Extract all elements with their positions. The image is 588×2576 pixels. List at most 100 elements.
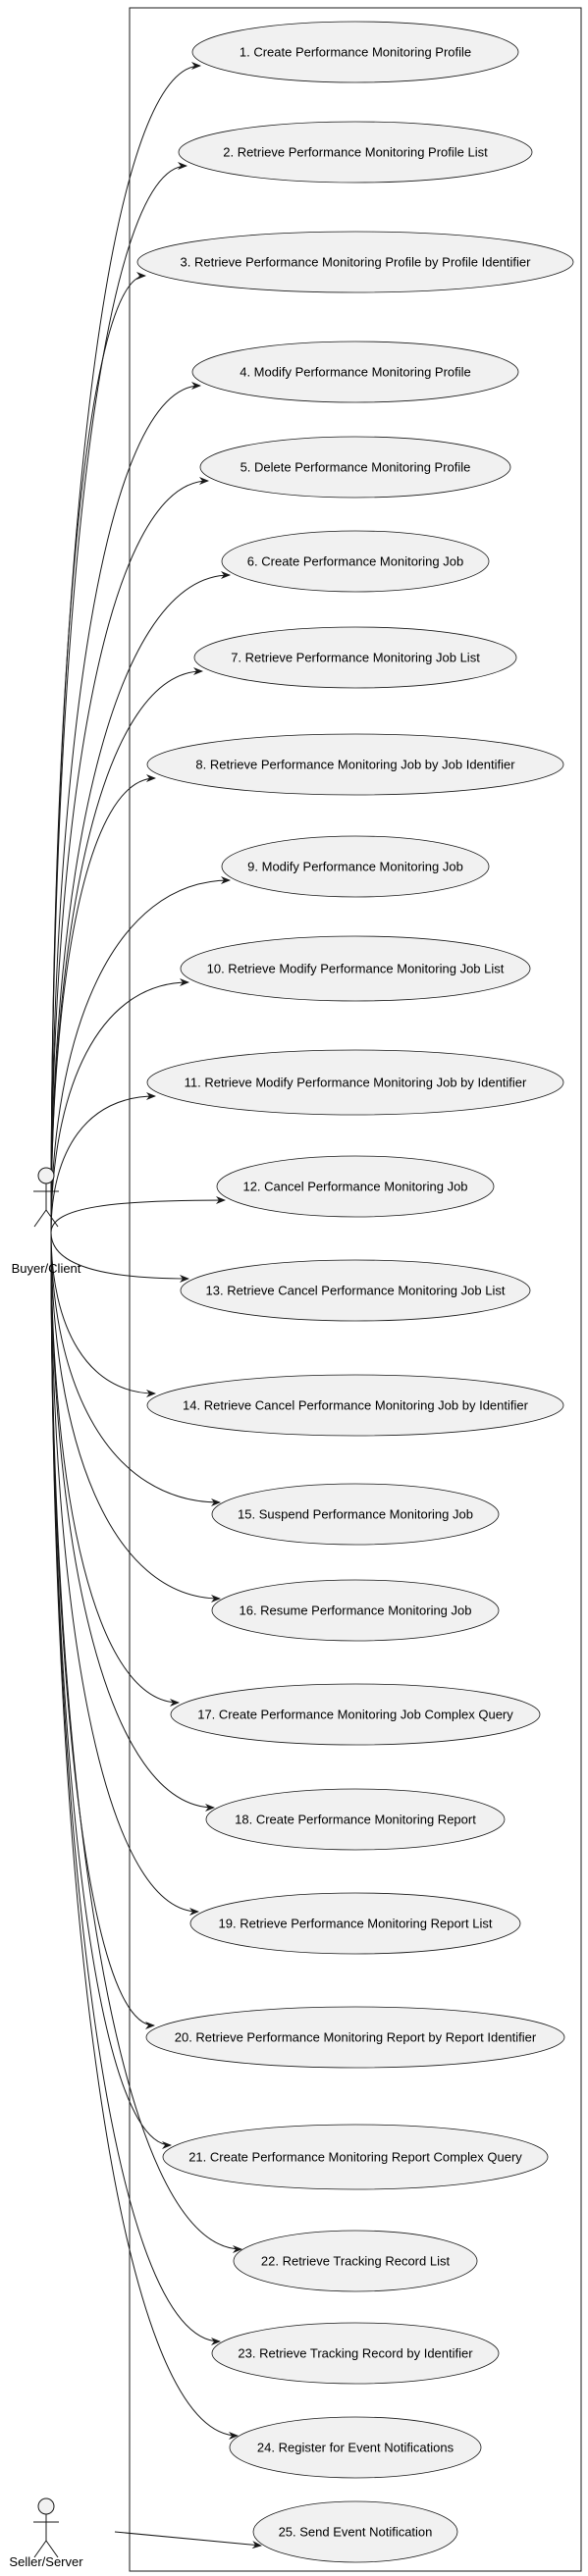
use-case-label: 8. Retrieve Performance Monitoring Job b… xyxy=(195,758,515,772)
association-uc11 xyxy=(50,1092,156,1234)
use-case-label: 24. Register for Event Notifications xyxy=(257,2441,454,2455)
use-case-label: 15. Suspend Performance Monitoring Job xyxy=(238,1507,473,1522)
use-case-ellipse xyxy=(211,1579,500,1642)
association-uc9 xyxy=(50,876,231,1234)
use-case-ellipse xyxy=(233,2230,478,2292)
association-uc5 xyxy=(50,477,209,1234)
association-uc4 xyxy=(50,382,201,1234)
association-uc19 xyxy=(50,1232,199,1916)
actor-seller: Seller/Server xyxy=(9,2497,83,2569)
use-case-ellipse xyxy=(221,835,490,898)
use-case-uc12: 12. Cancel Performance Monitoring Job xyxy=(216,1155,495,1218)
use-case-uc21: 21. Create Performance Monitoring Report… xyxy=(162,2124,549,2190)
use-case-uc15: 15. Suspend Performance Monitoring Job xyxy=(211,1483,500,1546)
use-case-uc5: 5. Delete Performance Monitoring Profile xyxy=(199,436,511,499)
association-uc12 xyxy=(50,1196,226,1234)
use-case-label: 1. Create Performance Monitoring Profile xyxy=(240,45,471,60)
use-case-label: 22. Retrieve Tracking Record List xyxy=(261,2254,451,2269)
use-case-ellipse xyxy=(193,626,517,689)
use-case-ellipse xyxy=(136,231,574,293)
use-case-uc22: 22. Retrieve Tracking Record List xyxy=(233,2230,478,2292)
use-case-ellipse xyxy=(146,733,564,796)
use-case-ellipse xyxy=(211,1483,500,1546)
use-case-uc23: 23. Retrieve Tracking Record by Identifi… xyxy=(211,2322,500,2385)
association-uc3 xyxy=(50,272,146,1234)
use-case-uc13: 13. Retrieve Cancel Performance Monitori… xyxy=(180,1259,531,1322)
use-case-label: 19. Retrieve Performance Monitoring Repo… xyxy=(219,1917,493,1931)
use-case-ellipse xyxy=(191,21,519,83)
association-uc16 xyxy=(50,1232,221,1603)
system-boundary xyxy=(129,7,582,2572)
use-case-ellipse xyxy=(180,1259,531,1322)
actor-label: Seller/Server xyxy=(9,2554,83,2569)
use-case-ellipse xyxy=(180,935,531,1002)
use-case-uc9: 9. Modify Performance Monitoring Job xyxy=(221,835,490,898)
association-uc8 xyxy=(50,774,156,1234)
use-case-uc16: 16. Resume Performance Monitoring Job xyxy=(211,1579,500,1642)
use-case-label: 17. Create Performance Monitoring Job Co… xyxy=(197,1708,513,1722)
association-uc17 xyxy=(50,1232,180,1707)
use-case-uc20: 20. Retrieve Performance Monitoring Repo… xyxy=(145,2006,565,2069)
use-case-uc1: 1. Create Performance Monitoring Profile xyxy=(191,21,519,83)
actor-label: Buyer/Client xyxy=(12,1261,81,1276)
use-case-label: 4. Modify Performance Monitoring Profile xyxy=(240,365,471,380)
use-case-label: 23. Retrieve Tracking Record by Identifi… xyxy=(238,2346,473,2361)
use-case-label: 16. Resume Performance Monitoring Job xyxy=(239,1603,471,1618)
association-uc20 xyxy=(50,1232,155,2029)
association-uc2 xyxy=(50,162,187,1234)
use-case-ellipse xyxy=(178,121,533,184)
use-case-ellipse xyxy=(162,2124,549,2190)
association-uc14 xyxy=(50,1232,156,1397)
use-case-uc10: 10. Retrieve Modify Performance Monitori… xyxy=(180,935,531,1002)
use-case-ellipse xyxy=(170,1683,541,1746)
association-uc13 xyxy=(50,1232,189,1283)
use-case-label: 9. Modify Performance Monitoring Job xyxy=(247,860,463,874)
associations xyxy=(50,62,262,2550)
use-case-label: 20. Retrieve Performance Monitoring Repo… xyxy=(175,2030,537,2045)
use-case-label: 25. Send Event Notification xyxy=(279,2525,433,2540)
use-case-ellipse xyxy=(146,1374,564,1437)
use-case-label: 5. Delete Performance Monitoring Profile xyxy=(241,460,471,475)
use-case-uc25: 25. Send Event Notification xyxy=(252,2500,458,2563)
use-case-label: 14. Retrieve Cancel Performance Monitori… xyxy=(183,1398,529,1413)
use-case-uc17: 17. Create Performance Monitoring Job Co… xyxy=(170,1683,541,1746)
association-uc6 xyxy=(50,571,231,1234)
association-uc10 xyxy=(50,978,189,1234)
use-case-label: 6. Create Performance Monitoring Job xyxy=(247,554,463,569)
use-case-label: 3. Retrieve Performance Monitoring Profi… xyxy=(181,255,532,270)
use-case-label: 11. Retrieve Modify Performance Monitori… xyxy=(185,1076,527,1090)
use-case-ellipse xyxy=(229,2416,482,2479)
use-case-label: 13. Retrieve Cancel Performance Monitori… xyxy=(206,1284,506,1298)
use-case-ellipse xyxy=(211,2322,500,2385)
use-case-uc24: 24. Register for Event Notifications xyxy=(229,2416,482,2479)
use-case-uc2: 2. Retrieve Performance Monitoring Profi… xyxy=(178,121,533,184)
use-case-label: 12. Cancel Performance Monitoring Job xyxy=(242,1180,467,1194)
use-case-uc8: 8. Retrieve Performance Monitoring Job b… xyxy=(146,733,564,796)
use-case-label: 18. Create Performance Monitoring Report xyxy=(235,1813,476,1827)
stick-figure-icon xyxy=(33,2497,59,2558)
use-case-uc3: 3. Retrieve Performance Monitoring Profi… xyxy=(136,231,574,293)
use-case-uc11: 11. Retrieve Modify Performance Monitori… xyxy=(146,1049,564,1116)
use-case-label: 10. Retrieve Modify Performance Monitori… xyxy=(207,962,505,976)
use-case-label: 7. Retrieve Performance Monitoring Job L… xyxy=(231,651,480,665)
actor-buyer: Buyer/Client xyxy=(12,1167,81,1276)
use-case-uc18: 18. Create Performance Monitoring Report xyxy=(205,1788,506,1851)
use-cases: 1. Create Performance Monitoring Profile… xyxy=(136,21,574,2563)
use-case-uc4: 4. Modify Performance Monitoring Profile xyxy=(191,341,519,403)
use-case-ellipse xyxy=(146,1049,564,1116)
use-case-ellipse xyxy=(252,2500,458,2563)
stick-figure-icon xyxy=(33,1167,59,1228)
use-case-ellipse xyxy=(221,530,490,593)
use-case-ellipse xyxy=(199,436,511,499)
association-uc15 xyxy=(50,1232,221,1506)
use-case-ellipse xyxy=(216,1155,495,1218)
use-case-label: 21. Create Performance Monitoring Report… xyxy=(188,2150,522,2165)
use-case-uc7: 7. Retrieve Performance Monitoring Job L… xyxy=(193,626,517,689)
use-case-uc14: 14. Retrieve Cancel Performance Monitori… xyxy=(146,1374,564,1437)
association-uc18 xyxy=(50,1232,215,1812)
use-case-ellipse xyxy=(205,1788,506,1851)
association-uc25 xyxy=(114,2531,262,2550)
association-uc24 xyxy=(50,1232,239,2440)
